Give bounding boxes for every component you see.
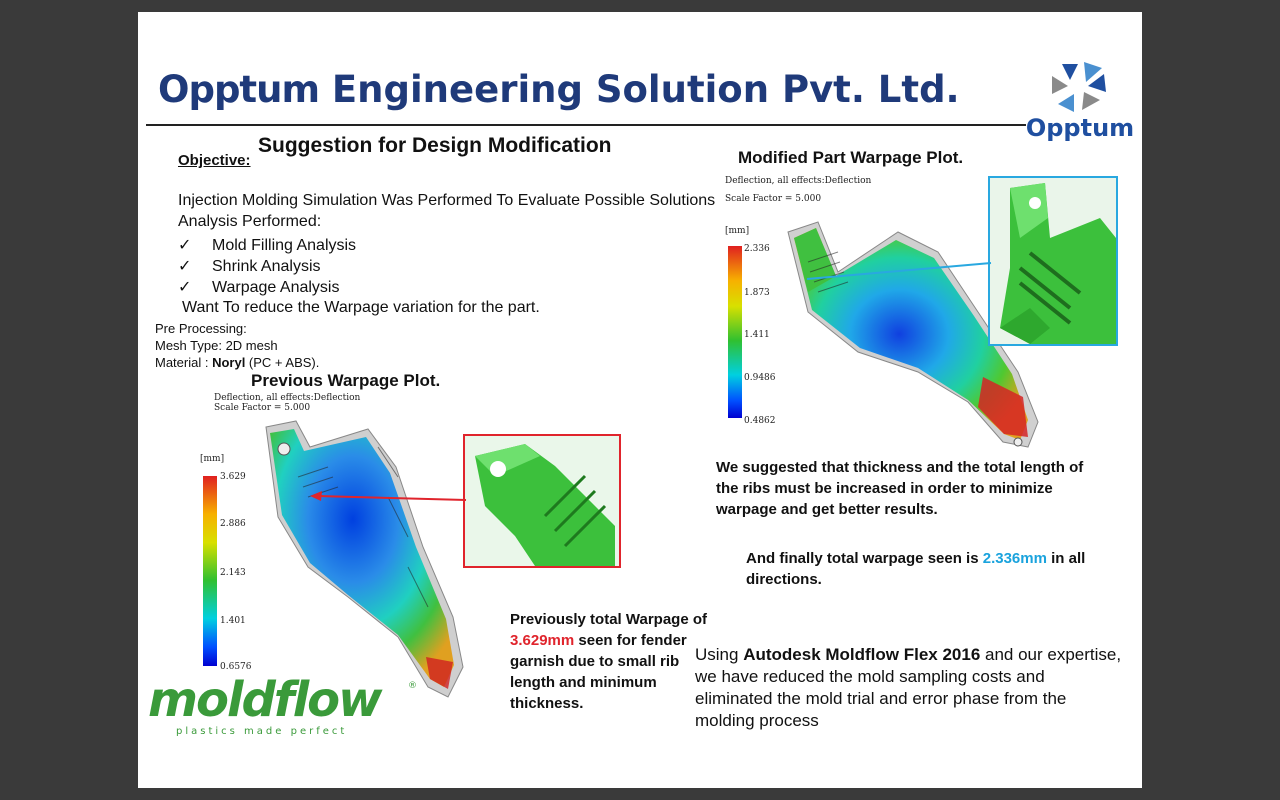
suggestion-text: We suggested that thickness and the tota… [716, 459, 1084, 518]
material: Material : Noryl (PC + ABS). [155, 355, 319, 370]
modified-scale-unit: [mm] [725, 226, 750, 236]
previous-scale-label: 2.143 [220, 568, 246, 578]
modified-callout-arrow [806, 262, 992, 280]
analysis-item-label: Warpage Analysis [212, 279, 340, 296]
moldflow-logo: moldflow ® plastics made perfect [146, 672, 417, 742]
modified-callout-zoom [988, 176, 1118, 346]
conclusion-software: Autodesk Moldflow Flex 2016 [743, 645, 981, 664]
analysis-item-label: Shrink Analysis [212, 258, 321, 275]
objective-intro: Injection Molding Simulation Was Perform… [178, 192, 716, 209]
previous-callout-arrow [310, 491, 467, 501]
modified-scale-label: 1.873 [744, 288, 770, 298]
mesh-type: Mesh Type: 2D mesh [155, 338, 278, 353]
final-warpage-value: 2.336mm [982, 550, 1047, 567]
moldflow-logo-image: moldflow ® plastics made perfect [148, 672, 417, 737]
analysis-item: ✓ Shrink Analysis [178, 256, 321, 276]
material-name: Noryl [212, 355, 246, 370]
modified-plot-info1: Deflection, all effects:Deflection [725, 176, 872, 186]
analysis-item-label: Mold Filling Analysis [212, 237, 357, 254]
conclusion-text: Using Autodesk Moldflow Flex 2016 and ou… [695, 644, 1125, 732]
moldflow-logo-word: moldflow [148, 672, 383, 728]
objective-title: Suggestion for Design Modification [258, 134, 612, 157]
opptum-pinwheel-icon [1052, 62, 1106, 112]
modified-scale-label: 0.4862 [744, 416, 776, 426]
previous-warpage-value: 3.629mm [510, 632, 575, 649]
modified-scale-label: 2.336 [744, 244, 770, 254]
modified-scale-label: 0.9486 [744, 373, 776, 383]
analysis-item: ✓ Mold Filling Analysis [178, 235, 356, 255]
opptum-logo-text: Opptum [1025, 114, 1135, 142]
conclusion-pre: Using [695, 645, 744, 664]
previous-color-scale [203, 476, 217, 666]
previous-plot-info2: Scale Factor = 5.000 [214, 403, 311, 413]
modified-plot-heading: Modified Part Warpage Plot. [738, 148, 964, 167]
modified-callout-image [1000, 183, 1116, 344]
previous-callout-image [475, 444, 615, 566]
modified-scale-label: 1.411 [744, 330, 770, 340]
opptum-logo: Opptum [1022, 60, 1138, 150]
slide: Opptum Engineering Solution Pvt. Ltd. Op… [138, 12, 1142, 788]
material-label: Material : [155, 355, 213, 370]
title-divider [146, 124, 1026, 126]
previous-scale-label: 3.629 [220, 472, 246, 482]
check-icon: ✓ [178, 237, 192, 254]
previous-callout-zoom [463, 434, 621, 568]
previous-plot-heading: Previous Warpage Plot. [251, 371, 441, 390]
previous-scale-label: 2.886 [220, 519, 246, 529]
analysis-item: ✓ Warpage Analysis [178, 277, 339, 297]
moldflow-logo-tagline: plastics made perfect [176, 726, 347, 737]
previous-warpage-part-image [265, 420, 464, 698]
material-rest: (PC + ABS). [245, 355, 320, 370]
check-icon: ✓ [178, 258, 192, 275]
final-warpage-pre: And finally total warpage seen is [746, 550, 983, 567]
modified-plot-info2: Scale Factor = 5.000 [725, 194, 822, 204]
preprocessing-heading: Pre Processing: [155, 321, 247, 336]
conclusion-post: and our expertise, we have reduced the m… [695, 645, 1122, 730]
previous-warpage-pre: Previously total Warpage of [510, 611, 707, 628]
moldflow-logo-mark: ® [408, 681, 416, 691]
analysis-heading: Analysis Performed: [178, 213, 322, 230]
check-icon: ✓ [178, 279, 192, 296]
previous-scale-unit: [mm] [200, 454, 225, 464]
title-brand: Opptum [158, 68, 320, 111]
final-warpage-text: And finally total warpage seen is 2.336m… [746, 548, 1116, 590]
modified-warpage-part-image [787, 221, 1039, 448]
modified-color-scale [728, 246, 742, 418]
previous-scale-label: 0.6576 [220, 662, 252, 672]
previous-plot-info1: Deflection, all effects:Deflection [214, 393, 361, 403]
objective-goal: Want To reduce the Warpage variation for… [182, 299, 540, 316]
previous-scale-label: 1.401 [220, 616, 246, 626]
final-warpage-post: in all directions. [746, 550, 1086, 588]
objective-label: Objective: [178, 152, 251, 169]
previous-warpage-post: seen for fender garnish due to small rib… [510, 632, 687, 712]
page-title: Opptum Engineering Solution Pvt. Ltd. [158, 68, 960, 111]
previous-warpage-text: Previously total Warpage of 3.629mm seen… [510, 609, 710, 714]
title-rest: Engineering Solution Pvt. Ltd. [319, 68, 960, 111]
